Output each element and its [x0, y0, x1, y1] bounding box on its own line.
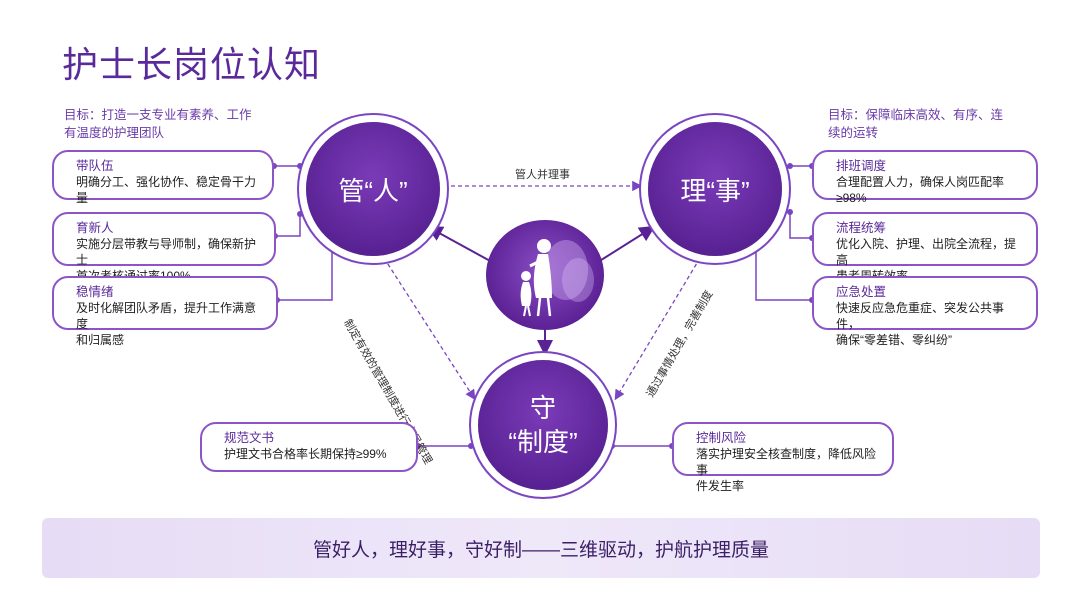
card-text: 落实护理安全核查制度，降低风险事 [696, 447, 877, 477]
left-goal-line2: 有温度的护理团队 [64, 126, 165, 140]
card-emotions: 稳情绪 及时化解团队矛盾，提升工作满意度 和归属感 [52, 276, 278, 347]
card-new-staff: 育新人 实施分层带教与导师制，确保新护士 首次考核通过率100% [52, 212, 276, 283]
card-title: 流程统筹 [836, 221, 887, 235]
people-circle-label: 管“人” [338, 175, 408, 206]
card-title: 排班调度 [836, 159, 887, 173]
slogan-bar: 管好人，理好事，守好制——三维驱动，护航护理质量 [42, 518, 1040, 578]
card-risk-control: 控制风险 落实护理安全核查制度，降低风险事 件发生率 [672, 422, 894, 493]
nurse-child-illustration [486, 220, 604, 330]
card-title: 育新人 [76, 221, 114, 235]
card-title: 稳情绪 [76, 285, 114, 299]
right-goal-line1: 目标：保障临床高效、有序、连 [828, 108, 1004, 122]
card-text: 护理文书合格率长期保持≥99% [224, 447, 387, 461]
card-text: 实施分层带教与导师制，确保新护士 [76, 237, 257, 267]
card-scheduling: 排班调度 合理配置人力，确保人岗匹配率≥98% [812, 150, 1038, 205]
card-text: 优化入院、护理、出院全流程，提高 [836, 237, 1017, 267]
system-circle-label-2: “制度” [508, 427, 578, 457]
card-documents: 规范文书 护理文书合格率长期保持≥99% [200, 422, 418, 472]
people-circle: 管“人” [306, 122, 440, 256]
right-goal: 目标：保障临床高效、有序、连 续的运转 [828, 106, 1003, 142]
card-text: 确保“零差错、零纠纷” [836, 333, 952, 347]
affairs-circle: 理“事” [648, 122, 782, 256]
card-team-building: 带队伍 明确分工、强化协作、稳定骨干力量 [52, 150, 274, 205]
card-text: 快速反应急危重症、突发公共事件， [836, 301, 1005, 331]
card-title: 应急处置 [836, 285, 887, 299]
card-title: 规范文书 [224, 431, 275, 445]
page-title: 护士长岗位认知 [62, 44, 322, 85]
card-title: 控制风险 [696, 431, 747, 445]
left-goal-line1: 目标：打造一支专业有素养、工作 [64, 108, 252, 122]
card-process: 流程统筹 优化入院、护理、出院全流程，提高 患者周转效率 [812, 212, 1038, 283]
card-text: 及时化解团队矛盾，提升工作满意度 [76, 301, 257, 331]
edge-label-top: 管人并理事 [515, 169, 570, 181]
card-text: 和归属感 [76, 333, 125, 347]
card-title: 带队伍 [76, 159, 114, 173]
nurse-figure-icon [520, 239, 594, 317]
affairs-circle-label: 理“事” [680, 175, 750, 206]
card-text: 合理配置人力，确保人岗匹配率≥98% [836, 175, 1005, 205]
system-circle: 守 “制度” [478, 360, 608, 490]
card-text: 明确分工、强化协作、稳定骨干力量 [76, 175, 257, 205]
right-goal-line2: 续的运转 [828, 126, 879, 140]
card-text: 件发生率 [696, 479, 745, 493]
left-goal: 目标：打造一支专业有素养、工作 有温度的护理团队 [64, 106, 252, 142]
slogan-text: 管好人，理好事，守好制——三维驱动，护航护理质量 [312, 539, 769, 561]
system-circle-label-1: 守 [529, 393, 556, 423]
card-emergency: 应急处置 快速反应急危重症、突发公共事件， 确保“零差错、零纠纷” [812, 276, 1038, 347]
